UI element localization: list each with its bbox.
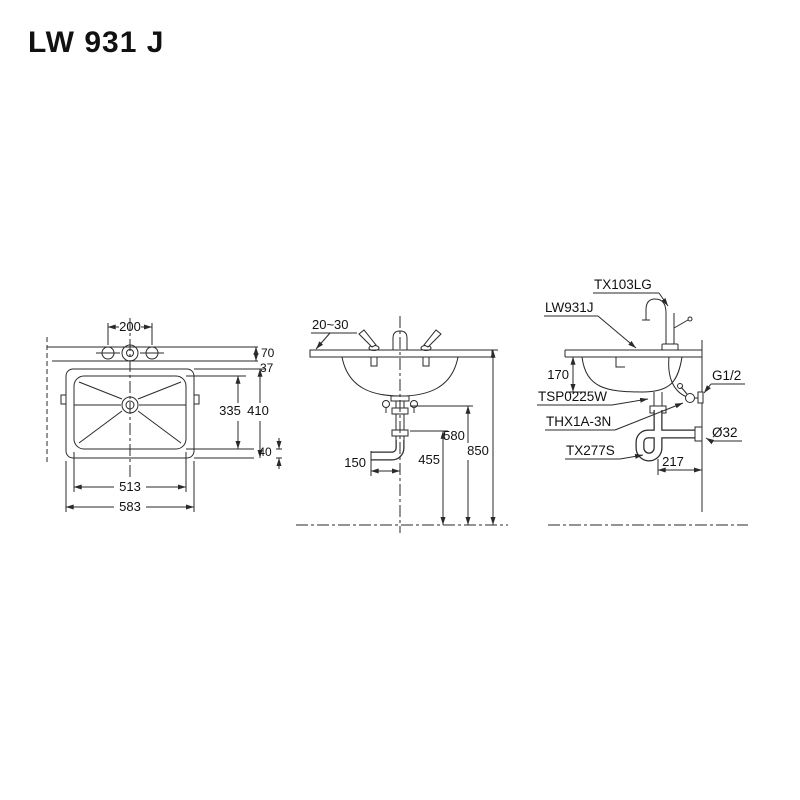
dim-455-label: 455	[418, 452, 440, 467]
label-g12: G1/2	[712, 368, 741, 383]
front-counter	[309, 349, 493, 358]
side-trap	[635, 392, 703, 462]
dim-513-label: 513	[119, 479, 141, 494]
front-view: 150 455 580 850 20~30	[296, 316, 508, 533]
label-tx103lg: TX103LG	[594, 277, 652, 292]
side-counter	[564, 349, 702, 368]
page-title: LW 931 J	[28, 26, 164, 59]
front-dim-heights: 455 580 850	[410, 349, 498, 525]
dim-thickness-label: 20~30	[312, 317, 349, 332]
dim-580-label: 580	[443, 428, 465, 443]
plan-dim-back-offset: 40	[194, 438, 282, 469]
front-dim-trap-offset: 150	[344, 455, 400, 476]
label-o32: Ø32	[712, 425, 738, 440]
dim-170-label: 170	[547, 367, 569, 382]
dim-217-label: 217	[662, 454, 684, 469]
side-view: 170 217 TX103LG LW931J TSP0225W G1/2 THX…	[537, 277, 748, 526]
plan-view: 200 70 37 335 410 40	[46, 318, 282, 514]
side-bowl	[581, 356, 683, 393]
side-faucet	[642, 298, 693, 351]
dim-70-label: 70	[261, 346, 275, 360]
dim-850-label: 850	[467, 443, 489, 458]
front-dim-counter-thickness: 20~30	[311, 317, 357, 350]
label-thx1a3n: THX1A-3N	[546, 414, 611, 429]
dim-40-label: 40	[258, 445, 272, 459]
side-supply-valve	[668, 356, 704, 404]
side-part-labels: TX103LG LW931J TSP0225W G1/2 THX1A-3N Ø3…	[537, 277, 745, 460]
side-dim-bowl-depth: 170	[547, 356, 586, 393]
dim-583-label: 583	[119, 499, 141, 514]
dim-200-label: 200	[119, 319, 141, 334]
side-dim-trap-projection: 217	[657, 454, 702, 475]
plan-dim-edge-offsets: 70 37	[253, 346, 275, 375]
label-tx277s: TX277S	[566, 443, 615, 458]
plan-dim-widths: 513 583	[65, 452, 195, 514]
dim-37-label: 37	[260, 361, 274, 375]
plan-counter-outline	[46, 337, 258, 465]
dim-410-label: 410	[247, 403, 269, 418]
dim-335-label: 335	[219, 403, 241, 418]
plan-dim-depths: 335 410	[186, 368, 282, 458]
label-lw931j: LW931J	[545, 300, 594, 315]
label-tsp0225w: TSP0225W	[538, 389, 607, 404]
plan-dim-faucet-spacing: 200	[107, 319, 153, 345]
dim-150-label: 150	[344, 455, 366, 470]
